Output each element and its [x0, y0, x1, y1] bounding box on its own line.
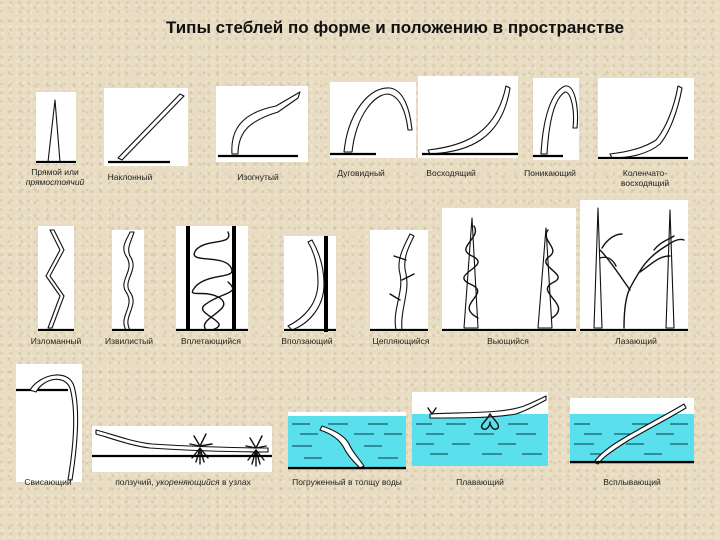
- label-geniculate-line2: восходящий: [620, 178, 670, 188]
- label-clinging: Цепляющийся: [372, 336, 430, 346]
- panel-geniculate: [598, 78, 694, 160]
- page-title: Типы стеблей по форме и положению в прос…: [165, 18, 625, 37]
- label-stolon-italic: укореняющийся: [156, 477, 220, 487]
- panel-hanging: [16, 364, 82, 482]
- label-arched: Дуговидный: [337, 168, 385, 178]
- panel-broken: [38, 226, 74, 332]
- label-upright-line1: Прямой или: [31, 167, 79, 177]
- label-interweaving: Вплетающийся: [181, 336, 241, 346]
- label-geniculate-line1: Коленчато-: [622, 168, 668, 178]
- label-stolon-suffix: в узлах: [221, 477, 251, 487]
- panel-clinging: [370, 230, 428, 332]
- panel-stolon: [92, 426, 272, 472]
- label-drooping: Поникающий: [524, 168, 576, 178]
- panel-upright: [36, 92, 76, 164]
- panel-submerged: [288, 412, 406, 470]
- label-stolon-prefix: ползучий,: [115, 477, 154, 487]
- label-geniculate: Коленчато- восходящий: [600, 168, 690, 188]
- label-sinuous: Извилистый: [105, 336, 153, 346]
- label-emerging: Всплывающий: [603, 477, 661, 487]
- label-twining: Вьющийся: [487, 336, 529, 346]
- label-upright: Прямой или прямостоячий: [10, 167, 100, 187]
- label-inclined: Наклонный: [107, 172, 153, 182]
- panel-creeping: [284, 236, 336, 332]
- panel-sinuous: [112, 230, 144, 332]
- label-climbing: Лазающий: [615, 336, 657, 346]
- label-ascending: Восходящий: [426, 168, 476, 178]
- label-submerged: Погруженный в толщу воды: [292, 477, 402, 487]
- panel-climbing: [580, 200, 688, 332]
- panel-inclined: [104, 88, 188, 166]
- panel-emerging: [570, 398, 694, 465]
- label-bent: Изогнутый: [237, 172, 279, 182]
- label-upright-line2: прямостоячий: [25, 177, 85, 187]
- panel-ascending: [418, 76, 518, 158]
- label-hanging: Свисающий: [24, 477, 72, 487]
- panel-bent: [216, 86, 308, 162]
- panel-drooping: [533, 78, 579, 160]
- label-broken: Изломанный: [30, 336, 82, 346]
- panel-floating: [412, 392, 548, 466]
- panel-interweaving: [176, 226, 248, 332]
- label-stolon: ползучий, укореняющийся в узлах: [100, 477, 266, 487]
- label-creeping: Вползающий: [281, 336, 333, 346]
- panel-arched: [330, 82, 416, 158]
- label-floating: Плавающий: [456, 477, 504, 487]
- panel-twining: [442, 208, 576, 332]
